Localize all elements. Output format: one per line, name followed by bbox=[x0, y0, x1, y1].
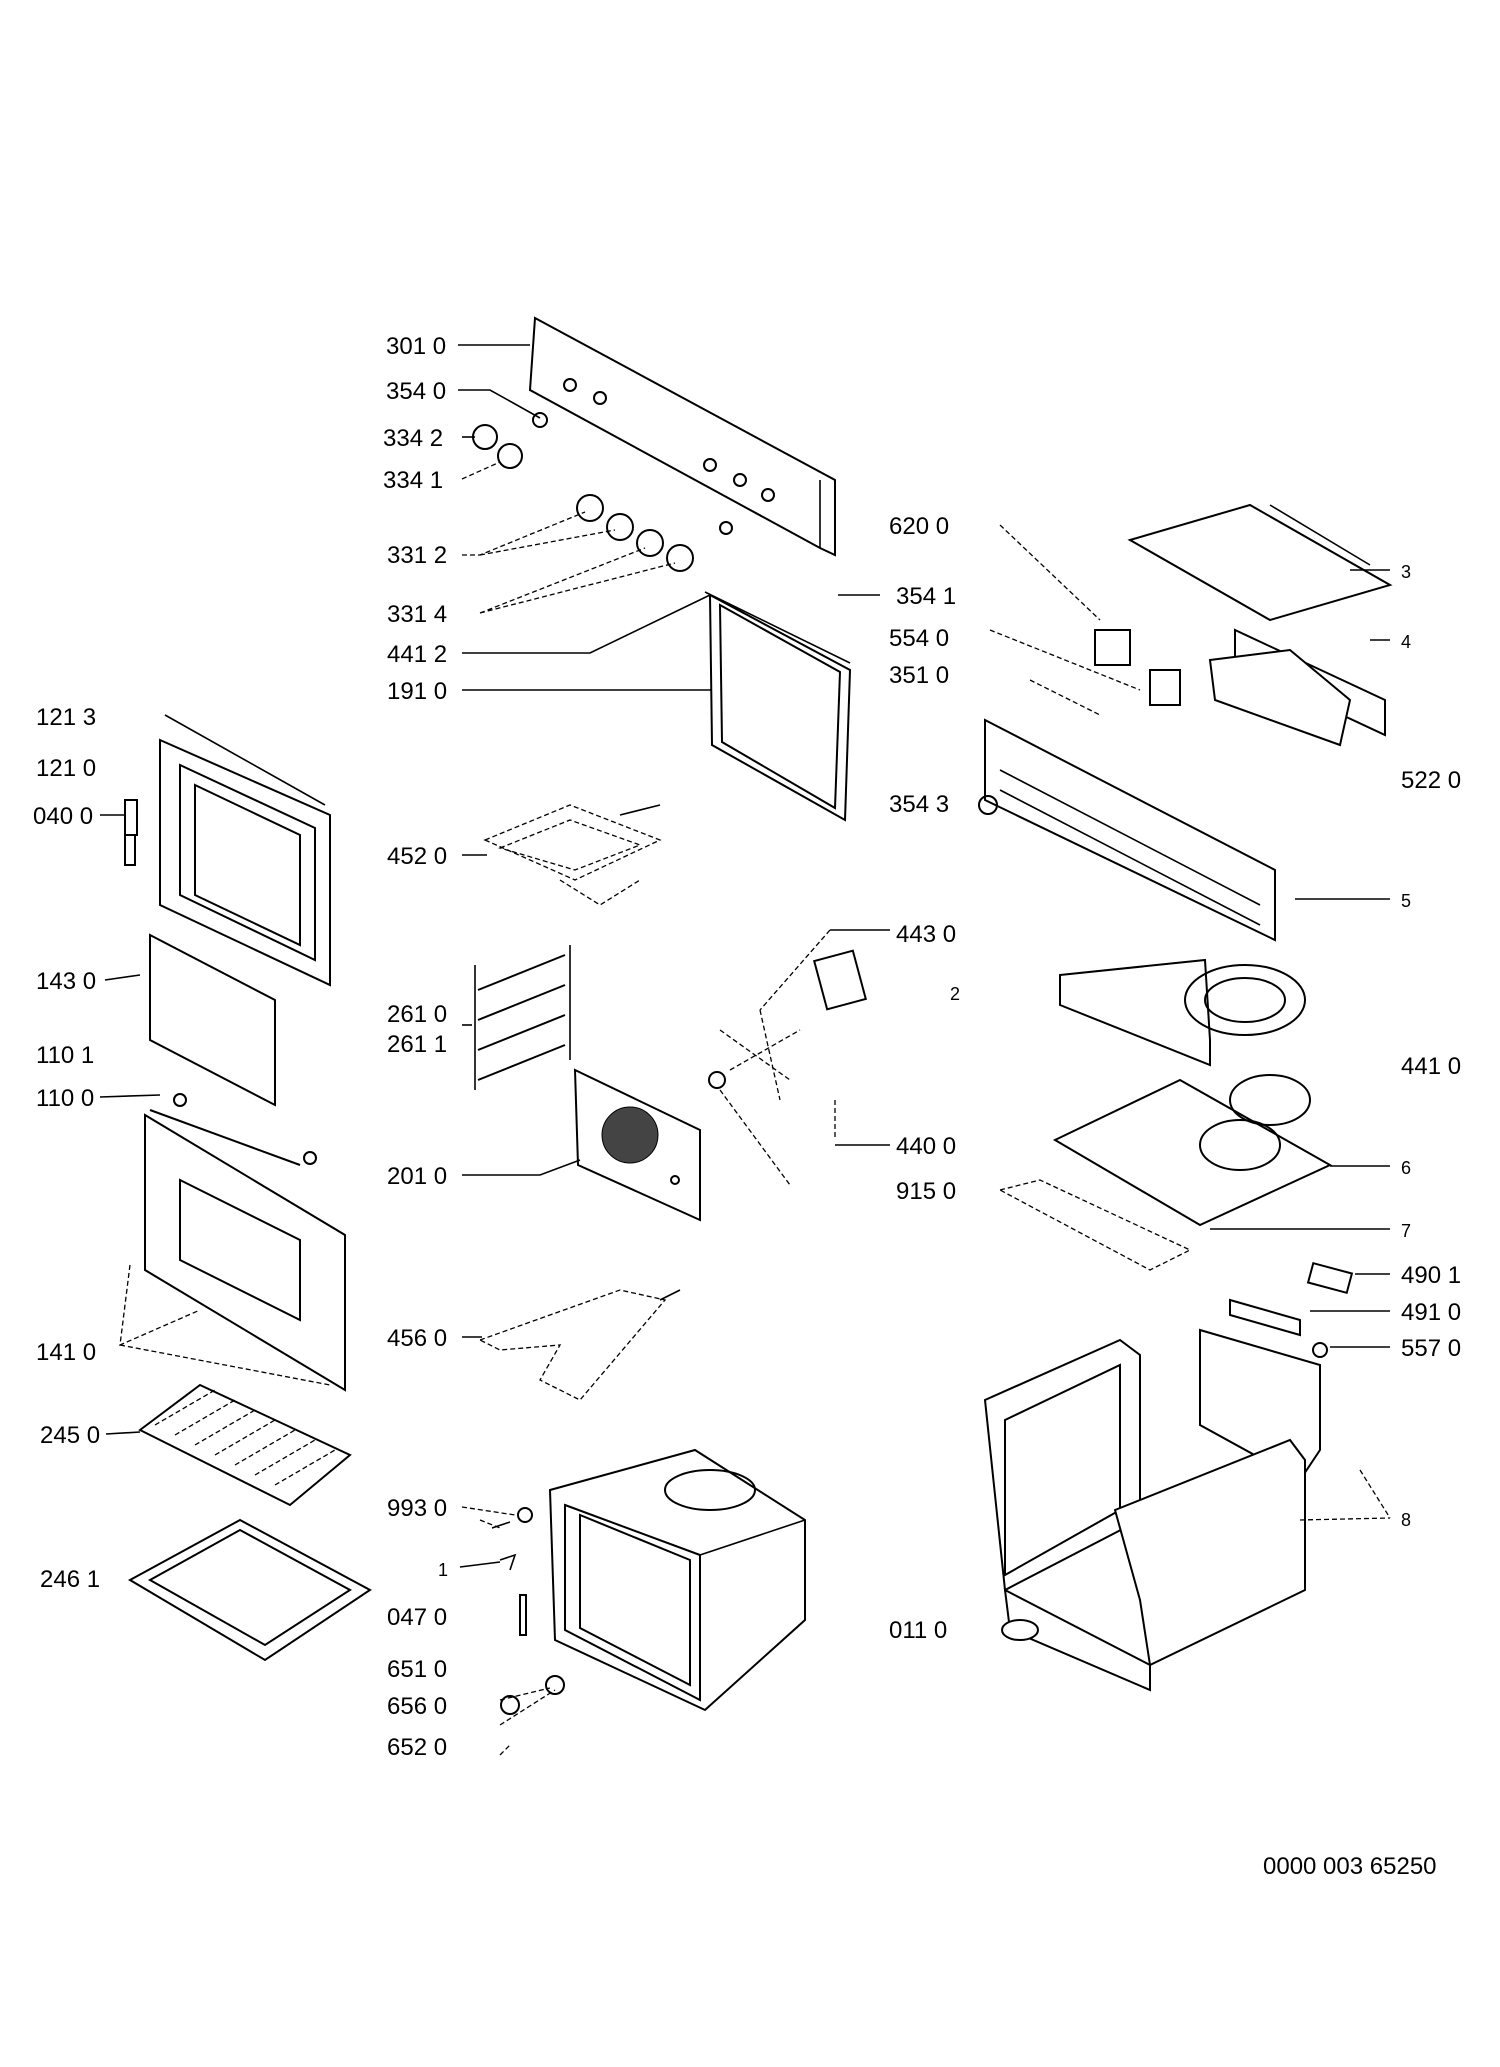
label-652-0: 652 0 bbox=[387, 1734, 447, 1761]
wire-shelf-part bbox=[138, 1383, 352, 1507]
label-1: 1 bbox=[438, 1560, 448, 1580]
label-143-0: 143 0 bbox=[36, 968, 96, 995]
fan-motor-part bbox=[708, 929, 868, 1186]
label-2: 2 bbox=[950, 984, 960, 1004]
front-frame-part bbox=[978, 718, 1276, 942]
label-141-0: 141 0 bbox=[36, 1339, 96, 1366]
label-491-0: 491 0 bbox=[1401, 1299, 1461, 1326]
label-3: 3 bbox=[1401, 562, 1411, 582]
label-915-0: 915 0 bbox=[896, 1178, 956, 1205]
label-441-2: 441 2 bbox=[387, 641, 447, 668]
label-040-0: 040 0 bbox=[33, 803, 93, 830]
control-panel-part bbox=[528, 316, 836, 557]
label-047-0: 047 0 bbox=[387, 1604, 447, 1631]
label-331-4: 331 4 bbox=[387, 601, 447, 628]
label-245-0: 245 0 bbox=[40, 1422, 100, 1449]
bottom-element-part bbox=[478, 1289, 681, 1401]
oven-cavity-part bbox=[548, 1448, 806, 1712]
label-301-0: 301 0 bbox=[386, 333, 446, 360]
label-441-0: 441 0 bbox=[1401, 1053, 1461, 1080]
label-656-0: 656 0 bbox=[387, 1693, 447, 1720]
label-011-0: 011 0 bbox=[889, 1617, 947, 1644]
label-331-2: 331 2 bbox=[387, 542, 447, 569]
label-7: 7 bbox=[1401, 1221, 1411, 1241]
label-261-1: 261 1 bbox=[387, 1031, 447, 1058]
shelf-supports-part bbox=[474, 945, 571, 1090]
grill-element-part bbox=[483, 804, 662, 906]
fan-cover-part bbox=[573, 1068, 701, 1222]
label-4: 4 bbox=[1401, 632, 1411, 652]
label-354-0: 354 0 bbox=[386, 378, 446, 405]
baking-tray-part bbox=[127, 1518, 372, 1662]
outer-casing-part bbox=[983, 1328, 1321, 1692]
label-246-1: 246 1 bbox=[40, 1566, 100, 1593]
label-110-0: 110 0 bbox=[36, 1085, 94, 1112]
label-522-0: 522 0 bbox=[1401, 767, 1461, 794]
label-334-1: 334 1 bbox=[383, 467, 443, 494]
inner-glass-part bbox=[149, 933, 276, 1107]
door-gasket-part bbox=[704, 591, 852, 822]
label-651-0: 651 0 bbox=[387, 1656, 447, 1683]
fan-housing-part bbox=[1059, 958, 1311, 1126]
label-490-1: 490 1 bbox=[1401, 1262, 1461, 1289]
label-452-0: 452 0 bbox=[387, 843, 447, 870]
label-121-0: 121 0 bbox=[36, 755, 96, 782]
leader-lines bbox=[99, 344, 1391, 1756]
cavity-top-plate-part bbox=[998, 1078, 1333, 1271]
label-201-0: 201 0 bbox=[387, 1163, 447, 1190]
door-glass-part bbox=[144, 1093, 346, 1392]
label-443-0: 443 0 bbox=[896, 921, 956, 948]
label-354-3: 354 3 bbox=[889, 791, 949, 818]
label-354-1: 354 1 bbox=[896, 583, 956, 610]
oven-door-part bbox=[124, 714, 331, 987]
label-191-0: 191 0 bbox=[387, 678, 447, 705]
terminal-parts bbox=[1229, 1261, 1354, 1358]
label-8: 8 bbox=[1401, 1510, 1411, 1530]
control-electronics-part bbox=[989, 503, 1393, 747]
label-557-0: 557 0 bbox=[1401, 1335, 1461, 1362]
label-6: 6 bbox=[1401, 1158, 1411, 1178]
label-554-0: 554 0 bbox=[889, 625, 949, 652]
label-121-3: 121 3 bbox=[36, 704, 96, 731]
knobs-part bbox=[472, 412, 694, 572]
label-334-2: 334 2 bbox=[383, 425, 443, 452]
label-456-0: 456 0 bbox=[387, 1325, 447, 1352]
label-5: 5 bbox=[1401, 891, 1411, 911]
small-fittings-part bbox=[491, 1507, 565, 1715]
label-993-0: 993 0 bbox=[387, 1495, 447, 1522]
label-261-0: 261 0 bbox=[387, 1001, 447, 1028]
label-440-0: 440 0 bbox=[896, 1133, 956, 1160]
drawing-number: 0000 003 65250 bbox=[1263, 1853, 1437, 1880]
label-620-0: 620 0 bbox=[889, 513, 949, 540]
label-351-0: 351 0 bbox=[889, 662, 949, 689]
label-110-1: 110 1 bbox=[36, 1042, 94, 1069]
part-labels: 301 0 354 0 334 2 334 1 331 2 331 4 441 … bbox=[33, 333, 1461, 1880]
